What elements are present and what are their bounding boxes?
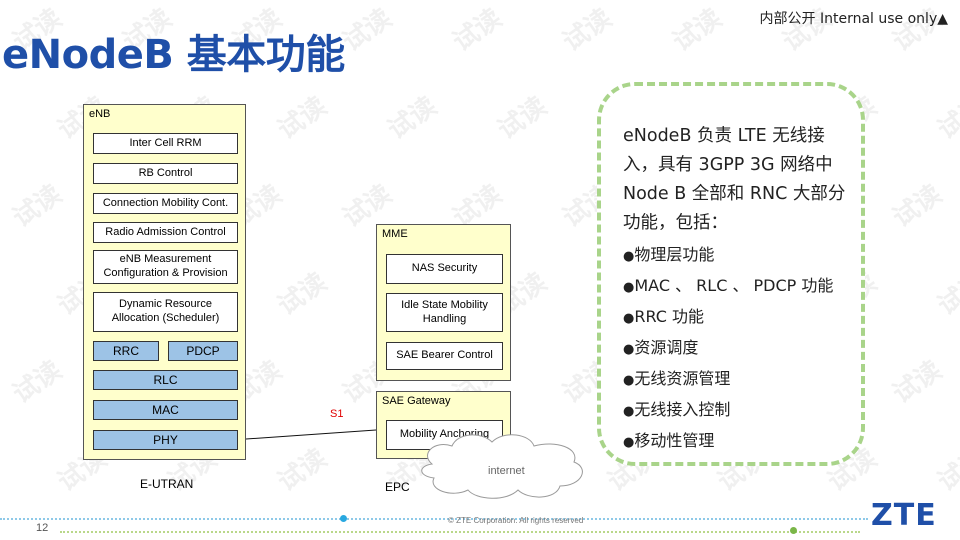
mme-function-nas-security: NAS Security: [386, 254, 503, 284]
callout-intro: eNodeB 负责 LTE 无线接入，具有 3GPP 3G 网络中 Node B…: [623, 126, 846, 233]
enb-function-inter-cell-rrm: Inter Cell RRM: [93, 133, 238, 154]
sae-gateway-panel: SAE Gateway Mobility Anchoring: [376, 391, 511, 459]
watermark-text: 试读: [272, 91, 333, 146]
mme-function-idle-mobility: Idle State Mobility Handling: [386, 293, 503, 332]
watermark-text: 试读: [382, 91, 443, 146]
zte-logo: ZTE: [871, 498, 937, 533]
callout-item: RRC 功能: [623, 302, 861, 333]
internet-label: internet: [488, 465, 525, 477]
watermark-text: 试读: [667, 3, 728, 58]
enb-panel: eNB Inter Cell RRM RB Control Connection…: [83, 104, 246, 460]
callout-item: 无线接入控制: [623, 395, 861, 426]
mme-panel: MME NAS Security Idle State Mobility Han…: [376, 224, 511, 381]
mme-function-bearer-control: SAE Bearer Control: [386, 342, 503, 370]
watermark-text: 试读: [887, 179, 948, 234]
s1-interface-label: S1: [330, 408, 344, 420]
enb-function-scheduler: Dynamic Resource Allocation (Scheduler): [93, 292, 238, 332]
s1-link-line: [245, 429, 377, 440]
copyright-text: © ZTE Corporation. All rights reserved: [448, 516, 584, 525]
confidentiality-label: 内部公开 Internal use only▲: [759, 11, 948, 27]
footer-divider-secondary: [60, 531, 860, 533]
enb-function-rb-control: RB Control: [93, 163, 238, 184]
enb-function-measurement: eNB Measurement Configuration & Provisio…: [93, 250, 238, 284]
watermark-text: 试读: [557, 3, 618, 58]
callout-item: 资源调度: [623, 333, 861, 364]
page-number: 12: [36, 522, 49, 534]
watermark-text: 试读: [272, 267, 333, 322]
page-title: eNodeB 基本功能: [2, 32, 345, 78]
watermark-text: 试读: [887, 355, 948, 410]
enb-layer-rrc: RRC: [93, 341, 159, 361]
watermark-text: 试读: [7, 355, 68, 410]
callout-list: 物理层功能 MAC 、 RLC 、 PDCP 功能 RRC 功能 资源调度 无线…: [623, 240, 861, 457]
epc-caption: EPC: [385, 480, 410, 494]
watermark-text: 试读: [7, 179, 68, 234]
mme-label: MME: [382, 228, 408, 240]
callout-item: 移动性管理: [623, 426, 861, 457]
enb-function-radio-admission: Radio Admission Control: [93, 222, 238, 243]
enb-layer-mac: MAC: [93, 400, 238, 420]
callout-item: MAC 、 RLC 、 PDCP 功能: [623, 271, 861, 302]
watermark-text: 试读: [447, 3, 508, 58]
footer-divider: [0, 518, 868, 520]
watermark-text: 试读: [272, 443, 333, 498]
function-summary-callout: eNodeB 负责 LTE 无线接入，具有 3GPP 3G 网络中 Node B…: [597, 82, 865, 466]
watermark-text: 试读: [932, 443, 960, 498]
enb-layer-rlc: RLC: [93, 370, 238, 390]
footer-dot: [790, 527, 797, 534]
sae-gateway-function-mobility-anchoring: Mobility Anchoring: [386, 420, 503, 450]
enb-function-connection-mobility: Connection Mobility Cont.: [93, 193, 238, 214]
e-utran-caption: E-UTRAN: [140, 477, 194, 491]
enb-layer-phy: PHY: [93, 430, 238, 450]
watermark-text: 试读: [492, 91, 553, 146]
callout-item: 物理层功能: [623, 240, 861, 271]
footer-dot: [340, 515, 347, 522]
watermark-text: 试读: [932, 91, 960, 146]
enb-label: eNB: [89, 108, 111, 120]
watermark-text: 试读: [932, 267, 960, 322]
sae-gateway-label: SAE Gateway: [382, 395, 451, 407]
enb-layer-pdcp: PDCP: [168, 341, 238, 361]
callout-item: 无线资源管理: [623, 364, 861, 395]
